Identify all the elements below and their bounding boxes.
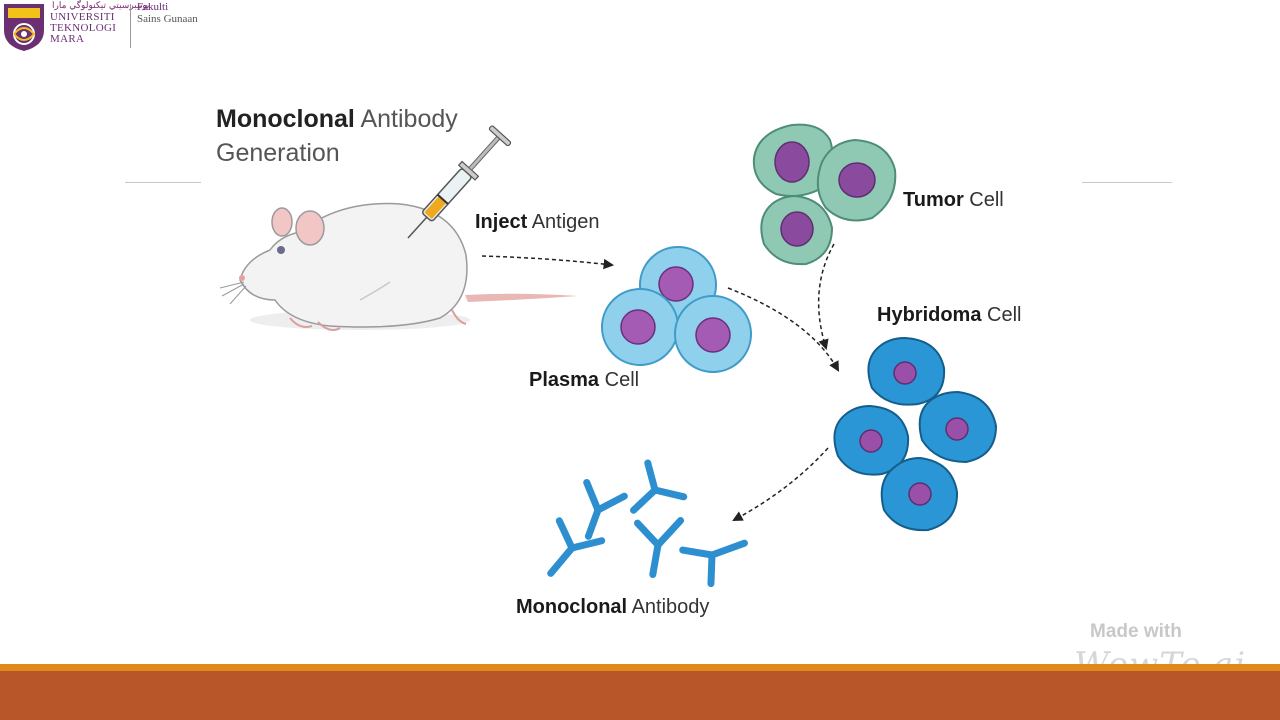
label-bold: Monoclonal	[516, 596, 628, 618]
hybridoma-cell	[867, 336, 946, 406]
label-light: Antibody	[631, 596, 710, 618]
university-arabic-name: ﯾﻮﻧﯿﺒﺮﺳﯿﺘﻲ ﺗﯿﻜﻨﻮﻟﻮﮔﻲ ﻣﺎرا	[52, 1, 150, 11]
mouse-illustration	[219, 202, 578, 331]
label-inject-antigen: Inject Antigen	[475, 211, 600, 234]
tumor-cell-cluster	[752, 123, 897, 266]
plasma-cell	[674, 295, 752, 373]
tumor-cell	[752, 123, 834, 197]
faculty-label: Fakulti	[137, 1, 169, 13]
antibody	[547, 517, 606, 577]
header-divider	[130, 4, 131, 48]
watermark-caption: Made with	[1090, 621, 1182, 642]
hybridoma-cell	[880, 456, 959, 532]
label-light: Cell	[604, 369, 640, 391]
antibody	[630, 459, 688, 514]
title-bold: Monoclonal	[216, 105, 355, 133]
footer-accent-band	[0, 664, 1280, 671]
arrow-mouse-to-plasma	[481, 255, 615, 270]
label-bold: Tumor	[903, 189, 964, 211]
hybridoma-cell	[833, 404, 910, 476]
arrow-hybridoma-to-antibody	[732, 447, 829, 521]
label-tumor-cell: Tumor Cell	[903, 189, 1004, 212]
label-bold: Inject	[475, 211, 528, 233]
antibody	[633, 517, 685, 579]
diagram-illustration	[219, 123, 998, 588]
diagram-title: Monoclonal Antibody Generation	[216, 102, 458, 170]
university-name-line: TEKNOLOGI	[50, 22, 117, 34]
label-light: Cell	[987, 304, 1022, 326]
label-hybridoma-cell: Hybridoma Cell	[877, 304, 1021, 327]
label-monoclonal-antibody: Monoclonal Antibody	[516, 596, 709, 619]
decorative-rule-left	[125, 182, 201, 183]
label-plasma-cell: Plasma Cell	[529, 369, 639, 392]
tumor-cell	[760, 194, 834, 266]
title-light: Antibody	[360, 105, 458, 133]
label-bold: Hybridoma	[877, 304, 982, 326]
antibody-cluster	[547, 459, 748, 588]
tumor-cell	[816, 138, 897, 222]
header: ﯾﻮﻧﯿﺒﺮﺳﯿﺘﻲ ﺗﯿﻜﻨﻮﻟﻮﮔﻲ ﻣﺎرا UNIVERSITI TEK…	[0, 0, 260, 56]
university-logo	[4, 4, 44, 51]
plasma-cell-cluster	[601, 246, 752, 373]
hybridoma-cell	[918, 390, 998, 464]
arrow-plasma-to-hybridoma	[727, 287, 840, 372]
decorative-rule-right	[1082, 182, 1172, 183]
antibody	[679, 539, 748, 588]
antibody	[583, 478, 628, 540]
label-light: Antigen	[531, 211, 600, 233]
plasma-cell	[601, 288, 679, 366]
label-bold: Plasma	[529, 369, 600, 391]
university-name-line: UNIVERSITI	[50, 11, 115, 23]
faculty-name: Sains Gunaan	[137, 13, 198, 25]
hybridoma-cell-cluster	[833, 336, 998, 532]
syringe-illustration	[407, 125, 512, 239]
label-light: Cell	[969, 189, 1004, 211]
university-name-line: MARA	[50, 33, 85, 45]
footer-band	[0, 671, 1280, 720]
university-name: UNIVERSITI TEKNOLOGI MARA	[50, 12, 116, 45]
flow-arrows	[481, 243, 840, 521]
title-line2: Generation	[216, 139, 340, 167]
arrow-tumor-to-hybridoma	[817, 243, 835, 351]
